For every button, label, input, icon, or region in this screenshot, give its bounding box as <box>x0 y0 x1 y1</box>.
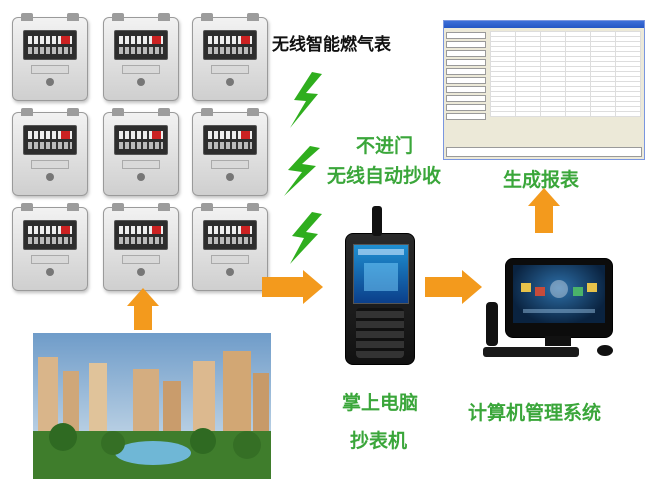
gas-meter-icon <box>103 108 179 196</box>
label-generate-report: 生成报表 <box>503 169 580 191</box>
monitor <box>505 258 613 338</box>
gas-meter-icon <box>12 108 88 196</box>
signal-bolt-1 <box>290 72 322 128</box>
monitor-stand <box>545 336 571 346</box>
gas-meter-icon <box>103 13 179 101</box>
label-wireless-auto-read: 无线自动抄收 <box>327 165 442 187</box>
wireless-signal-icon <box>284 72 322 264</box>
label-meter-reader: 抄表机 <box>350 430 408 452</box>
desktop-icons <box>521 280 597 313</box>
gas-meter-icon <box>192 13 268 101</box>
gas-meter-icon <box>12 203 88 291</box>
mouse-icon <box>597 345 613 356</box>
gas-meter-icon <box>192 108 268 196</box>
title-wireless-gas-meter: 无线智能燃气表 <box>272 35 391 55</box>
antenna <box>372 206 382 236</box>
keyboard-icon <box>483 347 579 357</box>
handheld-screen <box>353 244 409 304</box>
signal-bolt-3 <box>290 212 322 264</box>
handheld-terminal-icon <box>345 206 415 365</box>
keypad <box>356 308 404 358</box>
screen-pattern <box>358 249 404 291</box>
report-window-icon <box>443 20 645 160</box>
label-no-entry: 不进门 <box>356 135 414 157</box>
label-handheld-pc: 掌上电脑 <box>342 392 419 414</box>
residential-buildings-photo <box>33 333 271 479</box>
speaker-icon <box>486 302 498 346</box>
gas-meter-icon <box>103 203 179 291</box>
signal-bolt-2 <box>284 146 320 196</box>
label-computer-system: 计算机管理系统 <box>468 402 602 424</box>
gas-meter-icon <box>192 203 268 291</box>
monitor-screen <box>513 265 605 323</box>
gas-meter-icon <box>12 13 88 101</box>
